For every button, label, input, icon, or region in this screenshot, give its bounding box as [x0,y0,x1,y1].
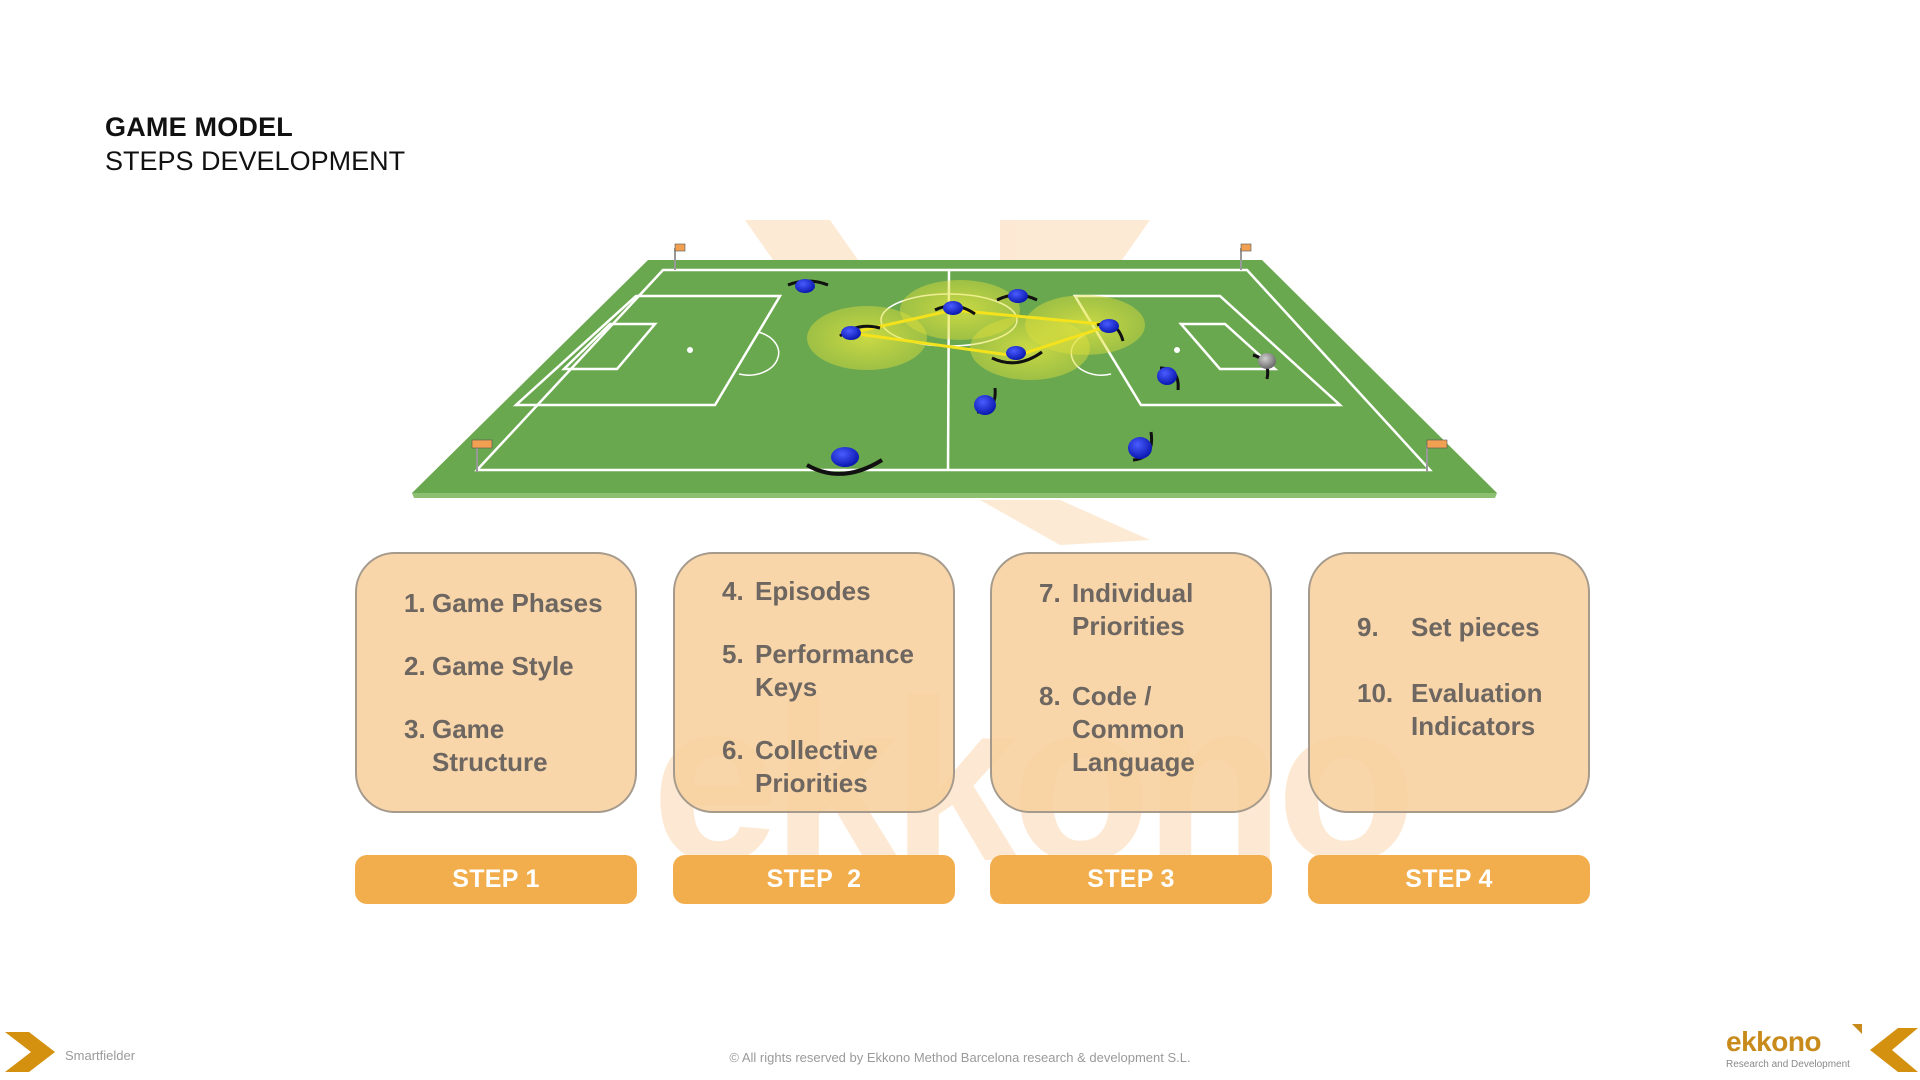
list-item: 9.Set pieces [1357,612,1540,642]
step-1-button[interactable]: STEP 1 [355,855,637,904]
pitch-field [412,260,1497,493]
step-3-button[interactable]: STEP 3 [990,855,1272,904]
players [787,279,1276,476]
list-item: 2.Game Style [404,650,574,681]
step-2-box: 4.Episodes 5.Performance Keys 6.Collecti… [673,552,955,813]
footer-left: Smartfielder [5,1030,135,1074]
list-item: 4.Episodes [722,576,871,606]
logo-text: ekkono [1726,1026,1822,1057]
list-item: 3.Game Structure [404,713,548,777]
chevron-left-icon [1852,1024,1918,1072]
step-3-box: 7.Individual Priorities 8.Code / Common … [990,552,1272,813]
page-title: GAME MODEL [105,112,293,142]
list-item: 7.Individual Priorities [1039,578,1194,641]
ekkono-logo: ekkono Research and Development [1722,1022,1920,1080]
list-item: 10.Evaluation Indicators [1357,678,1543,741]
list-item: 5.Performance Keys [722,639,914,702]
list-item: 6.Collective Priorities [722,735,878,798]
step-4-button[interactable]: STEP 4 [1308,855,1590,904]
logo-tagline: Research and Development [1726,1059,1850,1070]
smartfielder-label: Smartfielder [65,1047,136,1063]
football-pitch-diagram [412,243,1497,498]
list-item: 1.Game Phases [404,587,603,618]
step-1-box: 1.Game Phases 2.Game Style 3.Game Struct… [355,552,637,813]
list-item: 8.Code / Common Language [1039,681,1195,777]
copyright-text: © All rights reserved by Ekkono Method B… [729,1050,1191,1065]
page-subtitle: STEPS DEVELOPMENT [105,146,406,176]
corner-flags [471,243,1448,472]
step-4-box: 9.Set pieces 10.Evaluation Indicators [1308,552,1590,813]
title-block: GAME MODEL STEPS DEVELOPMENT [105,110,405,178]
chevron-right-icon [5,1032,55,1072]
step-2-button[interactable]: STEP 2 [673,855,955,904]
